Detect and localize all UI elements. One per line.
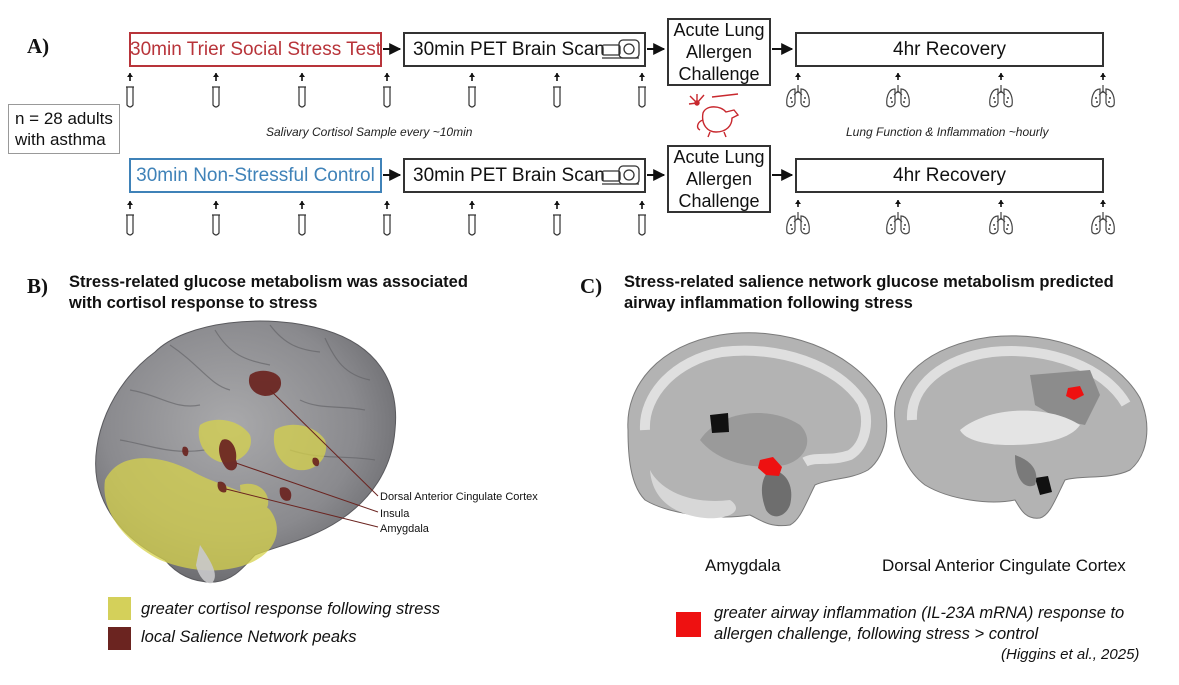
panel-c-title-line-1: Stress-related salience network glucose … xyxy=(624,273,1114,291)
participants-line-2: with asthma xyxy=(15,130,106,149)
legend-label-salience: local Salience Network peaks xyxy=(141,628,357,646)
saliva-note: Salivary Cortisol Sample every ~10min xyxy=(266,125,473,139)
panel-c-title: Stress-related salience network glucose … xyxy=(624,272,1114,314)
region-label-amygdala: Amygdala xyxy=(380,523,429,535)
control-challenge-line-1: Acute Lung xyxy=(673,147,765,167)
control-pet-scan-box: 30min PET Brain Scan xyxy=(403,158,646,193)
legend-swatch-inflammation xyxy=(676,612,701,637)
stress-challenge-line-1: Acute Lung xyxy=(673,20,765,40)
caption-dacc: Dorsal Anterior Cingulate Cortex xyxy=(882,556,1126,575)
stress-challenge-box: Acute Lung Allergen Challenge xyxy=(667,18,771,86)
panel-b-title-line-1: Stress-related glucose metabolism was as… xyxy=(69,273,468,291)
control-challenge-line-3: Challenge xyxy=(678,191,760,211)
mri-slice-amygdala xyxy=(627,332,888,527)
stress-challenge-line-3: Challenge xyxy=(678,64,760,84)
legend-swatch-salience xyxy=(108,627,131,650)
stress-condition-box: 30min Trier Social Stress Test xyxy=(129,32,382,67)
region-label-insula: Insula xyxy=(380,508,410,520)
panel-c-label: C) xyxy=(580,274,603,298)
control-condition-box: 30min Non-Stressful Control xyxy=(129,158,382,193)
legend-label-inflammation-line-2: allergen challenge, following stress > c… xyxy=(714,625,1039,643)
control-challenge-box: Acute Lung Allergen Challenge xyxy=(667,145,771,213)
control-recovery-box: 4hr Recovery xyxy=(795,158,1104,193)
region-label-dacc: Dorsal Anterior Cingulate Cortex xyxy=(380,491,538,503)
stress-challenge-line-2: Allergen xyxy=(685,42,753,62)
panel-c-title-line-2: airway inflammation following stress xyxy=(624,294,913,312)
control-pet-scan-label: 30min PET Brain Scan xyxy=(413,164,605,186)
panel-a-label: A) xyxy=(27,34,50,58)
stress-pet-scan-box: 30min PET Brain Scan xyxy=(403,32,646,67)
legend-label-inflammation-line-1: greater airway inflammation (IL-23A mRNA… xyxy=(714,604,1125,622)
brain-3d-render xyxy=(95,320,397,584)
panel-b-label: B) xyxy=(27,274,48,298)
participants-box: n = 28 adults with asthma xyxy=(8,104,120,154)
legend-label-cortisol: greater cortisol response following stre… xyxy=(141,600,440,618)
citation: (Higgins et al., 2025) xyxy=(1001,646,1140,663)
legend-label-inflammation: greater airway inflammation (IL-23A mRNA… xyxy=(714,603,1124,645)
control-challenge-line-2: Allergen xyxy=(685,169,753,189)
caption-amygdala: Amygdala xyxy=(705,556,781,575)
lung-note: Lung Function & Inflammation ~hourly xyxy=(846,125,1049,139)
panel-b-title-line-2: with cortisol response to stress xyxy=(69,294,318,312)
participants-line-1: n = 28 adults xyxy=(15,109,113,128)
mri-slice-dacc xyxy=(894,335,1148,519)
panel-b-title: Stress-related glucose metabolism was as… xyxy=(69,272,468,314)
legend-swatch-cortisol xyxy=(108,597,131,620)
stress-recovery-box: 4hr Recovery xyxy=(795,32,1104,67)
stress-pet-scan-label: 30min PET Brain Scan xyxy=(413,38,605,60)
